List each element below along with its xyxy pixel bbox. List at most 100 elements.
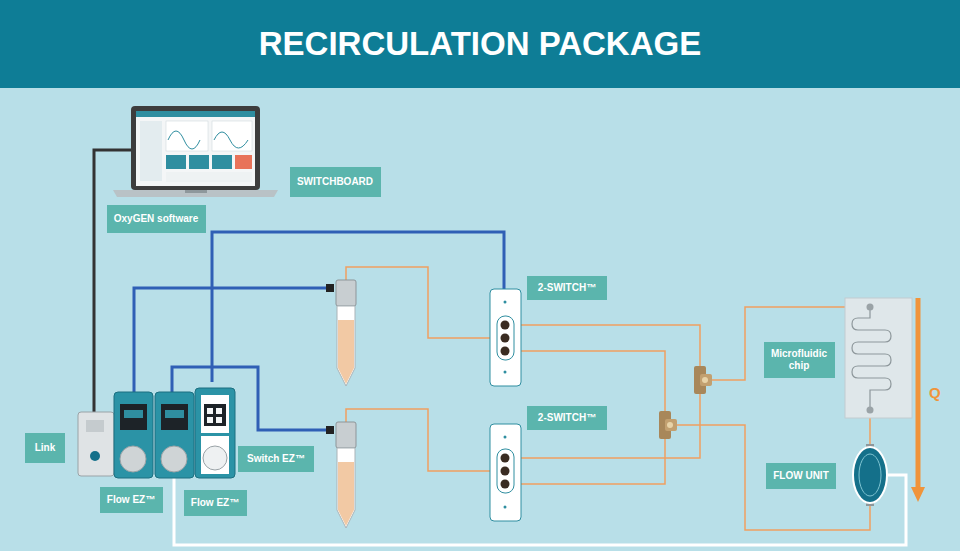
- label-text: Flow EZ™: [107, 494, 155, 507]
- pressure-controller: [120, 404, 147, 430]
- laptop: [113, 190, 278, 197]
- flow-arrow: [911, 298, 925, 502]
- pressure-line: [326, 284, 334, 292]
- switch-controller: [203, 446, 227, 470]
- reservoir: [338, 320, 354, 384]
- fluid-tubing: [673, 425, 870, 530]
- pressure-controller: [155, 392, 194, 478]
- label-text: FLOW UNIT: [773, 470, 829, 483]
- reservoir: [337, 306, 355, 386]
- label-box: Flow EZ™: [100, 487, 163, 513]
- pressure-controller: [114, 392, 194, 478]
- label-box: Link: [25, 433, 65, 463]
- laptop: [136, 111, 255, 117]
- switch-valve: [501, 347, 510, 356]
- switch-valve: [501, 480, 510, 489]
- switch-valve: [490, 289, 521, 386]
- t-connector: [667, 422, 673, 428]
- switch-valve: [490, 424, 521, 521]
- switch-valve: [501, 467, 510, 476]
- fluid-tubing: [510, 388, 700, 458]
- laptop: [235, 155, 252, 169]
- usb-cable: [94, 150, 131, 414]
- laptop: [212, 155, 232, 169]
- switch-controller: [207, 417, 213, 423]
- fluid-tubing: [346, 409, 498, 471]
- switch-valve: [504, 436, 507, 439]
- switch-valve: [501, 454, 510, 463]
- pressure-controller: [120, 446, 146, 472]
- switch-controller: [201, 395, 229, 433]
- link-device: [90, 451, 100, 461]
- label-box: OxyGEN software: [107, 205, 206, 233]
- reservoir: [336, 422, 356, 448]
- pressure-controller: [114, 392, 153, 478]
- pressure-controller: [124, 410, 143, 418]
- flow-label: Q: [929, 384, 941, 401]
- laptop: [214, 132, 248, 148]
- microfluidic-chip: [867, 304, 874, 311]
- switch-valve: [501, 321, 510, 330]
- label-box: 2-SWITCH™: [527, 276, 607, 300]
- laptop: [212, 121, 252, 151]
- switch-controller: [216, 408, 222, 414]
- laptop: [168, 131, 200, 149]
- laptop: [189, 155, 209, 169]
- laptop: [185, 190, 207, 193]
- reservoir: [336, 280, 356, 306]
- switch-controller: [195, 388, 235, 478]
- laptop: [166, 172, 252, 182]
- switch-controller: [195, 388, 235, 478]
- pressure-line: [326, 426, 334, 434]
- switch-valve: [504, 371, 507, 374]
- link-device: [78, 412, 114, 476]
- link-device: [78, 412, 114, 476]
- laptop: [140, 121, 162, 181]
- switch-controller: [204, 404, 226, 426]
- label-text: Link: [35, 442, 56, 455]
- microfluidic-chip: [867, 407, 874, 414]
- label-text: OxyGEN software: [114, 213, 198, 226]
- laptop: [131, 106, 260, 190]
- t-connector: [700, 374, 712, 386]
- switch-controller: [216, 417, 222, 423]
- pressure-controller: [165, 410, 184, 418]
- flow-sensor: [859, 454, 881, 496]
- label-text: Switch EZ™: [247, 453, 305, 466]
- switch-controller: [207, 408, 213, 414]
- label-box: Flow EZ™: [184, 490, 247, 516]
- label-text: 2-SWITCH™: [538, 282, 596, 295]
- t-connector: [659, 366, 712, 439]
- flow-sensor: [853, 447, 887, 503]
- flow-arrow: [916, 298, 921, 488]
- label-text: SWITCHBOARD: [297, 176, 373, 189]
- laptop: [136, 111, 255, 186]
- label-box: FLOW UNIT: [766, 463, 836, 489]
- t-connector: [665, 419, 677, 431]
- microfluidic-chip: [852, 307, 891, 410]
- switch-valve: [490, 289, 521, 521]
- switch-valve: [501, 334, 510, 343]
- microfluidic-chip: [845, 298, 912, 418]
- pressure-line: [212, 232, 504, 382]
- usb-cable: [94, 150, 131, 414]
- laptop: [166, 155, 186, 169]
- switch-valve: [504, 506, 507, 509]
- t-connector: [702, 377, 708, 383]
- fluid-tubing: [346, 267, 870, 530]
- laptop: [113, 106, 278, 197]
- label-box: Microfluidic chip: [764, 342, 835, 378]
- link-device: [86, 420, 104, 432]
- fluid-tubing: [510, 432, 665, 484]
- flow-sensor: [853, 444, 887, 506]
- title: RECIRCULATION PACKAGE: [259, 25, 701, 63]
- switch-valve: [504, 301, 507, 304]
- pressure-controller: [161, 404, 188, 430]
- reservoir: [337, 448, 355, 528]
- label-text: 2-SWITCH™: [538, 412, 596, 425]
- fluid-tubing: [510, 325, 700, 372]
- title-bar: RECIRCULATION PACKAGE: [0, 0, 960, 88]
- label-box: SWITCHBOARD: [290, 167, 381, 197]
- reservoir: [336, 280, 356, 528]
